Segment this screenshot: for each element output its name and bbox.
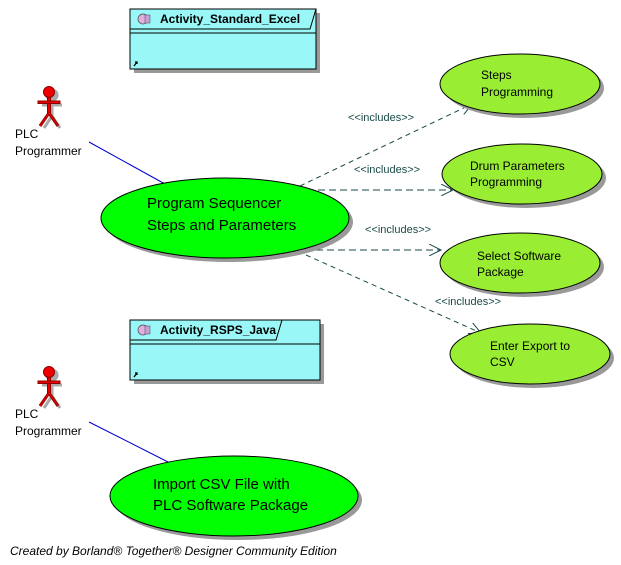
usecase-label-line1: Import CSV File with <box>153 476 290 493</box>
usecase-drum-parameters[interactable]: Drum Parameters Programming <box>441 143 606 208</box>
actor-label-line1: PLC <box>15 407 39 421</box>
include-relation-drum[interactable]: <<includes>> <box>307 164 453 190</box>
usecase-label-line1: Program Sequencer <box>147 195 281 212</box>
include-label: <<includes>> <box>365 224 431 236</box>
usecase-label-line1: Steps <box>481 68 512 82</box>
include-relation-export[interactable]: <<includes>> <box>305 254 501 333</box>
actor-plc-programmer-2[interactable]: PLC Programmer <box>15 366 82 439</box>
usecase-select-software-package[interactable]: Select Software Package <box>439 232 604 297</box>
actor-icon <box>37 366 61 407</box>
include-label: <<includes>> <box>354 164 420 176</box>
package-title: Activity_Standard_Excel <box>160 12 300 26</box>
usecase-label-line2: Steps and Parameters <box>147 217 296 234</box>
include-relation-select[interactable]: <<includes>> <box>305 224 441 250</box>
actor-label-line2: Programmer <box>15 424 82 438</box>
package-title: Activity_RSPS_Java <box>160 323 276 337</box>
usecase-import-csv[interactable]: Import CSV File with PLC Software Packag… <box>109 455 362 540</box>
shortcut-arrow-icon <box>133 61 138 67</box>
include-relation-steps[interactable]: <<includes>> <box>299 104 472 187</box>
usecase-label-line1: Enter Export to <box>490 339 570 353</box>
usecase-label-line1: Select Software <box>477 249 561 263</box>
actor-icon <box>37 86 61 127</box>
include-label: <<includes>> <box>435 296 501 308</box>
actor-label-line1: PLC <box>15 127 39 141</box>
actor-plc-programmer[interactable]: PLC Programmer <box>15 86 82 159</box>
usecase-label-line2: Programming <box>481 85 553 99</box>
usecase-label-line2: Programming <box>470 175 542 189</box>
usecase-label-line2: CSV <box>490 355 515 369</box>
package-activity-standard-excel[interactable]: Activity_Standard_Excel <box>129 8 320 73</box>
usecase-enter-export-csv[interactable]: Enter Export to CSV <box>449 323 614 388</box>
association-line[interactable] <box>88 421 173 465</box>
usecase-label-line1: Drum Parameters <box>470 159 565 173</box>
usecase-program-sequencer[interactable]: Program Sequencer Steps and Parameters <box>100 177 353 262</box>
footer-credit: Created by Borland® Together® Designer C… <box>10 544 337 558</box>
usecase-label-line2: PLC Software Package <box>153 497 308 514</box>
usecase-steps-programming[interactable]: Steps Programming <box>439 53 604 118</box>
package-icon <box>137 13 151 25</box>
usecase-label-line2: Package <box>477 265 524 279</box>
shortcut-arrow-icon <box>133 372 138 378</box>
association-line[interactable] <box>88 141 166 185</box>
package-activity-rsps-java[interactable]: Activity_RSPS_Java <box>129 319 324 384</box>
package-icon <box>137 324 151 336</box>
actor-label-line2: Programmer <box>15 144 82 158</box>
include-label: <<includes>> <box>348 112 414 124</box>
